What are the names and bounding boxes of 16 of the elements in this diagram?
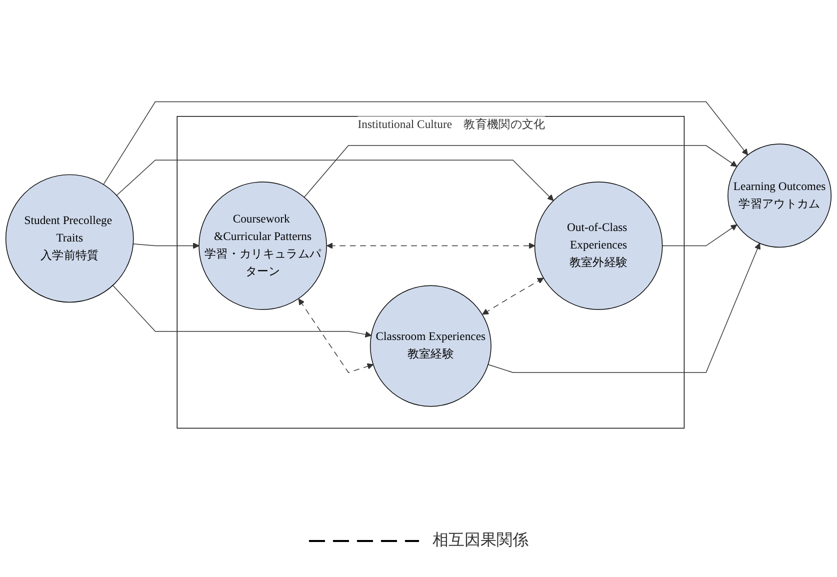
node-circle: Classroom Experiences 教室経験 xyxy=(370,285,492,407)
arrow xyxy=(662,224,738,246)
node-circle: Coursework &Curricular Patterns 学習・カリキュラムパターン xyxy=(198,182,327,310)
arrow xyxy=(298,298,374,373)
arrow xyxy=(112,285,372,338)
node-circle: Learning Outcomes 学習アウトカム xyxy=(728,144,832,248)
node-circle: Out-of-Class Experiences 教室外経験 xyxy=(534,182,663,310)
arrow xyxy=(116,160,554,201)
arrow xyxy=(304,145,738,198)
arrow xyxy=(488,243,760,373)
node-circle: Student Precollege Traits 入学前特質 xyxy=(5,174,134,303)
arrow xyxy=(482,278,544,315)
legend-label: 相互因果関係 xyxy=(432,530,528,551)
arrow xyxy=(326,242,536,249)
arrow xyxy=(132,242,200,249)
arrow xyxy=(103,101,748,185)
